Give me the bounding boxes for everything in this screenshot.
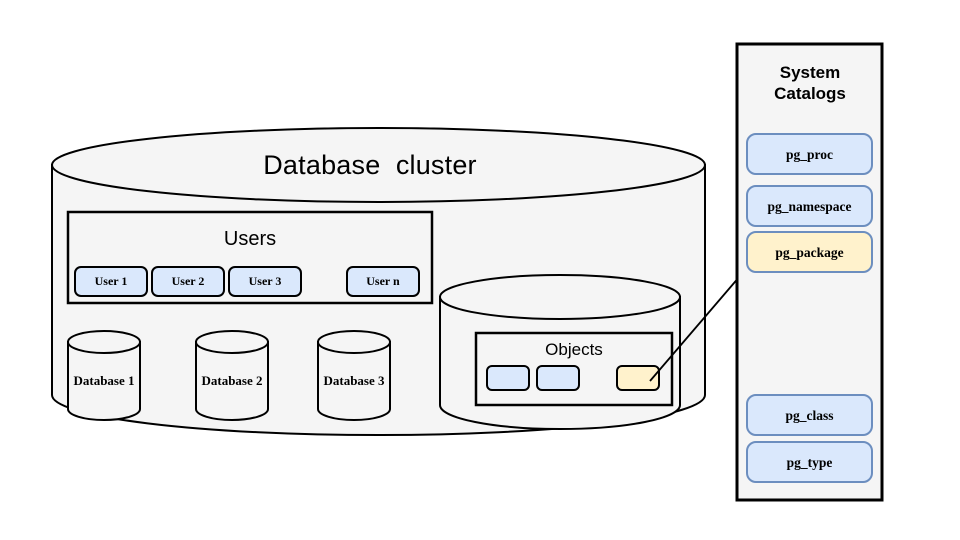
database-cylinder-1 (67, 330, 141, 421)
database-cylinder-1-hit[interactable] (68, 331, 140, 420)
catalog-item-pg-namespace[interactable] (747, 186, 872, 226)
user-chips (74, 266, 420, 297)
object-chips (486, 365, 660, 391)
catalog-item-pg-class[interactable] (747, 395, 872, 435)
database-cylinder-2 (195, 330, 269, 421)
object-chip-3-hit[interactable] (617, 366, 659, 390)
user-chip-3 (228, 266, 302, 297)
object-chip-2-hit[interactable] (537, 366, 579, 390)
catalog-chip-5 (746, 441, 873, 483)
database-cylinder-3 (317, 330, 391, 421)
user-chip-3-hit[interactable] (229, 267, 301, 296)
catalog-item-pg-type[interactable] (747, 442, 872, 482)
user-chip-4-hit[interactable] (347, 267, 419, 296)
database-cylinder-2-hit[interactable] (196, 331, 268, 420)
object-chip-3 (616, 365, 660, 391)
database-cylinder-3-hit[interactable] (318, 331, 390, 420)
user-chip-2 (151, 266, 225, 297)
user-chip-1-hit[interactable] (75, 267, 147, 296)
user-chip-1 (74, 266, 148, 297)
catalog-chip-2 (746, 185, 873, 227)
object-chip-2 (536, 365, 580, 391)
catalog-item-pg-package[interactable] (747, 232, 872, 272)
catalog-chip-1 (746, 133, 873, 175)
catalog-item-pg-proc[interactable] (747, 134, 872, 174)
connector-arrow (649, 261, 753, 382)
catalog-chip-3 (746, 231, 873, 273)
user-chip-2-hit[interactable] (152, 267, 224, 296)
object-chip-1-hit[interactable] (487, 366, 529, 390)
object-chip-1 (486, 365, 530, 391)
catalog-chips (746, 133, 873, 483)
catalog-chip-4 (746, 394, 873, 436)
user-chip-4 (346, 266, 420, 297)
